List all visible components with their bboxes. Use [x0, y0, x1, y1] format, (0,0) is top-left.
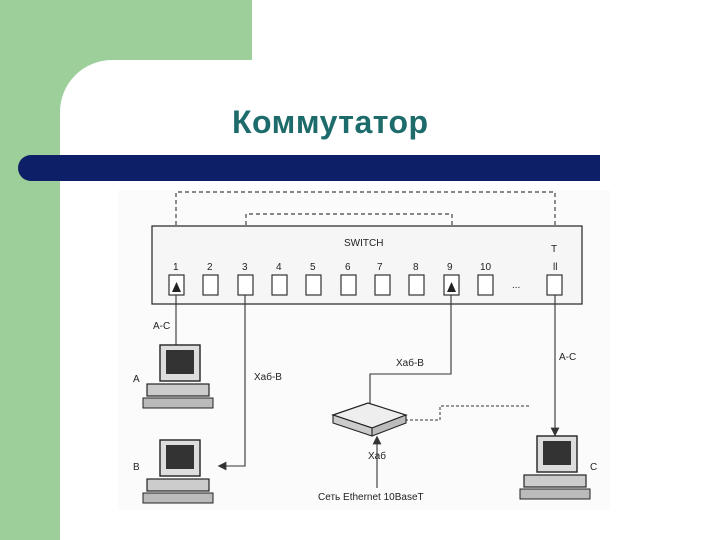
port-number: 8 [413, 262, 419, 273]
switch-label: SWITCH [344, 238, 383, 249]
port-8 [408, 274, 425, 296]
port-9-arrow [447, 282, 456, 292]
computer-b-label: В [133, 462, 140, 473]
slide-title: Коммутатор [232, 104, 429, 140]
port-2 [202, 274, 219, 296]
label-ethernet: Сеть Ethernet 10BaseT [318, 492, 424, 503]
port-ellipsis: ... [512, 280, 520, 291]
port-number: 2 [207, 262, 213, 273]
port-1-arrow [172, 282, 181, 292]
title-underline-bar [18, 155, 600, 181]
line-port9-to-hub [369, 295, 452, 408]
line-port3-to-b [217, 295, 246, 471]
label-hub-b-right: Хаб-В [396, 357, 424, 369]
ports [168, 274, 563, 296]
computer-a-label: А [133, 374, 140, 385]
port-number: 1 [173, 262, 179, 273]
port-4 [271, 274, 288, 296]
hub-device-icon [331, 402, 408, 437]
port-6 [340, 274, 357, 296]
port-11-label: ll [553, 262, 557, 273]
port-5 [305, 274, 322, 296]
computer-b-icon [142, 439, 214, 504]
port-number: 9 [447, 262, 453, 273]
port-number: 10 [480, 262, 492, 273]
port-3 [237, 274, 254, 296]
computer-c-label: С [590, 462, 597, 473]
dashed-loop-outer [175, 191, 556, 260]
label-a-c-right: А-С [559, 352, 576, 363]
label-hub: Хаб [368, 450, 386, 462]
line-hub-to-c [405, 405, 530, 421]
computer-a-icon [142, 344, 214, 409]
computer-c-icon [519, 435, 591, 500]
port-number: 6 [345, 262, 351, 273]
port-10 [477, 274, 494, 296]
port-7 [374, 274, 391, 296]
port-number: 3 [242, 262, 248, 273]
switch-box [151, 225, 583, 305]
port-t-label: T [551, 244, 557, 255]
port-number: 4 [276, 262, 282, 273]
port-11 [546, 274, 563, 296]
label-hub-b-left: Хаб-В [254, 371, 282, 383]
label-a-c-left: А-С [153, 321, 170, 332]
port-number: 5 [310, 262, 316, 273]
port-number: 7 [377, 262, 383, 273]
port-numbers: 1 2 3 4 5 6 7 8 9 10 ... T ll [173, 244, 557, 291]
